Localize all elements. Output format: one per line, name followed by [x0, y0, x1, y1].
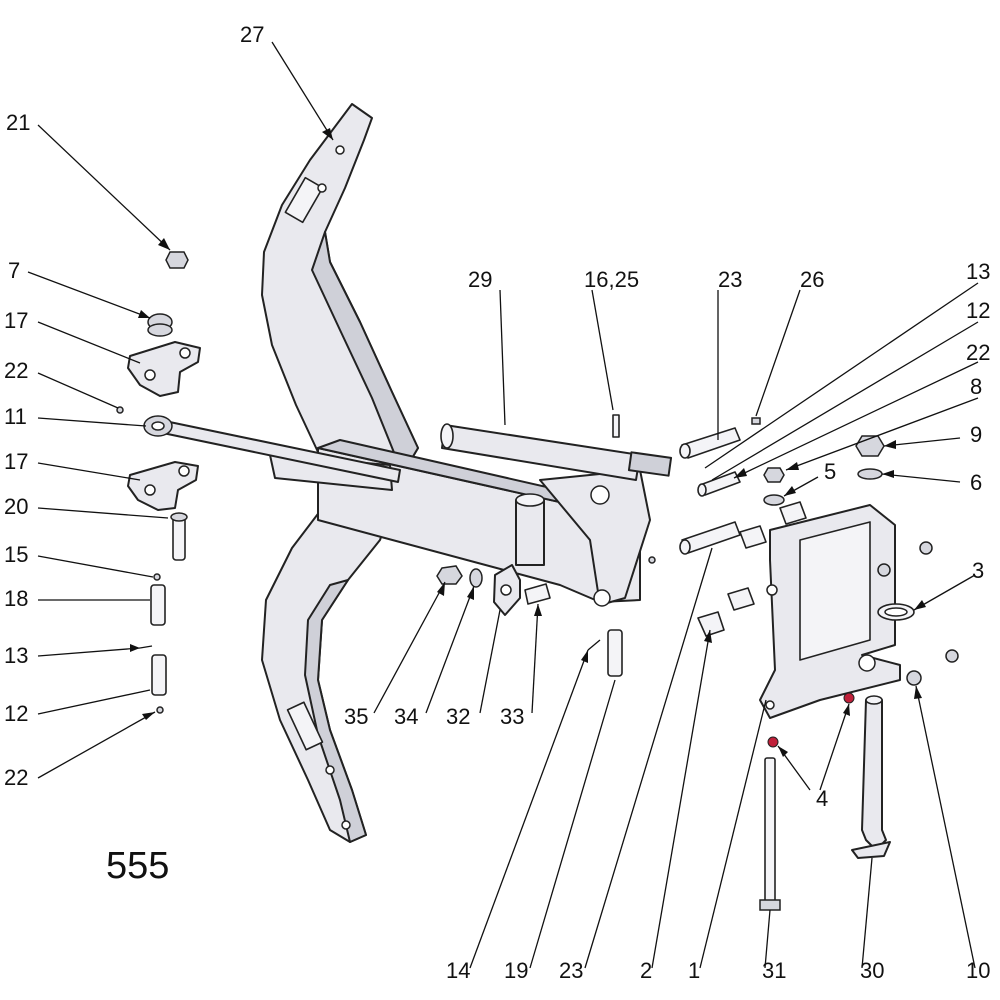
callout-8: 8: [970, 374, 982, 399]
pin-part-23-top: [681, 427, 741, 459]
nut-part-4-b: [767, 736, 779, 748]
hydraulic-cylinder-part-29: [440, 423, 673, 481]
main-drawbar: [269, 439, 651, 607]
nut-part-4-a: [843, 692, 855, 704]
callout-4: 4: [816, 786, 828, 811]
callout-30: 30: [860, 958, 884, 983]
leader-lines: [27, 41, 979, 969]
callout-18: 18: [4, 586, 28, 611]
washer-part-5: [763, 494, 785, 506]
lower-center-hardware: [436, 564, 623, 677]
clip-part-15: [153, 573, 161, 581]
nut-part-8: [763, 467, 785, 483]
pin-part-14: [587, 639, 601, 651]
center-hardware: [612, 414, 885, 637]
pin-part-13-left: [139, 645, 153, 649]
callout-16-25: 16,25: [584, 267, 639, 292]
callout-23-top: 23: [718, 267, 742, 292]
callout-10: 10: [966, 958, 990, 983]
callout-22-top: 22: [4, 358, 28, 383]
callout-17-bottom: 17: [4, 449, 28, 474]
callout-labels: 27 21 7 17 22 11 17 20 15 18 13 12 22 29…: [4, 22, 990, 983]
callout-5: 5: [824, 459, 836, 484]
pin-part-22-bottom: [156, 706, 164, 714]
callout-2: 2: [640, 958, 652, 983]
nut-part-21: [165, 251, 189, 269]
nut-part-35: [436, 565, 463, 585]
callout-14: 14: [446, 958, 470, 983]
callout-11: 11: [4, 404, 27, 429]
callout-26: 26: [800, 267, 824, 292]
callout-20: 20: [4, 494, 28, 519]
callout-3: 3: [972, 558, 984, 583]
pin-part-19: [607, 629, 623, 677]
clip-part-26: [751, 417, 761, 425]
bushing-part-12-left: [151, 654, 167, 696]
callout-34: 34: [394, 704, 418, 729]
callout-32: 32: [446, 704, 470, 729]
callout-22-bottom: 22: [4, 765, 28, 790]
bolt-part-31: [764, 757, 776, 909]
v-frame-part-27: [261, 103, 419, 843]
hitch-bracket-part-1: [759, 504, 901, 719]
callout-13-left: 13: [4, 643, 28, 668]
callout-27: 27: [240, 22, 264, 47]
callout-12-left: 12: [4, 701, 28, 726]
callout-13-right: 13: [966, 259, 990, 284]
callout-12-right: 12: [966, 298, 990, 323]
bushing-part-18: [150, 584, 166, 626]
callout-15: 15: [4, 542, 28, 567]
callout-21: 21: [6, 110, 30, 135]
callout-9: 9: [970, 422, 982, 447]
callout-17-top: 17: [4, 308, 28, 333]
diagram-number: 555: [106, 845, 169, 887]
callout-7: 7: [8, 258, 20, 283]
pin-part-22-top: [116, 406, 124, 414]
callout-29: 29: [468, 267, 492, 292]
callout-31: 31: [762, 958, 786, 983]
right-hardware: [759, 541, 959, 911]
callout-19: 19: [504, 958, 528, 983]
left-hardware-stack: [116, 251, 201, 714]
callout-6: 6: [970, 470, 982, 495]
washer-part-6: [857, 468, 883, 480]
callout-33: 33: [500, 704, 524, 729]
nut-part-10: [906, 670, 922, 686]
fitting-part-2: [697, 611, 725, 637]
callout-23-bottom: 23: [559, 958, 583, 983]
link-arm-part-11: [143, 415, 401, 483]
washer-part-34: [469, 568, 483, 588]
callout-1: 1: [688, 958, 700, 983]
pin-part-30: [861, 699, 887, 851]
callout-22-right: 22: [966, 340, 990, 365]
callout-35: 35: [344, 704, 368, 729]
pin-part-16-25: [612, 414, 620, 438]
bolt-part-33: [524, 583, 551, 605]
